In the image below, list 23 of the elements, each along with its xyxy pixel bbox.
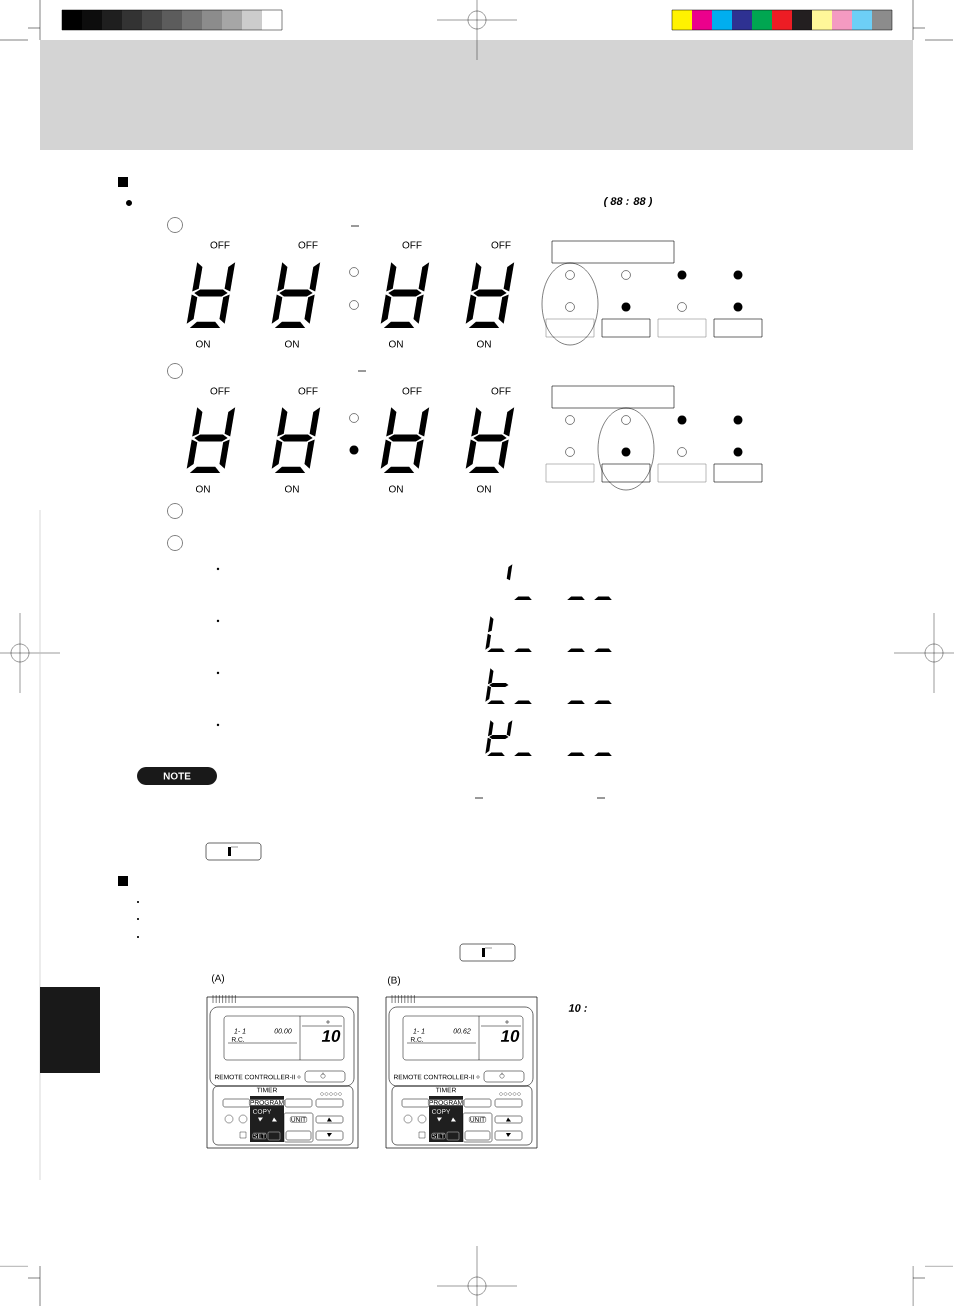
note-badge: NOTE <box>137 767 217 785</box>
label: ON <box>195 485 210 493</box>
display-reading: ( 88 : 88 ) <box>604 196 652 208</box>
label: ON <box>388 340 403 348</box>
display-reading: 10 <box>321 1030 341 1043</box>
display-reading: 10 : <box>568 1004 587 1012</box>
label: ON <box>388 485 403 493</box>
label: ON <box>476 340 491 348</box>
label: (B) <box>387 976 401 986</box>
display-reading: 10 <box>500 1030 520 1043</box>
label: OFF <box>491 241 511 249</box>
label: ON <box>284 340 299 348</box>
label: OFF <box>298 241 318 249</box>
label: OFF <box>210 241 230 249</box>
label: OFF <box>210 387 230 395</box>
label: OFF <box>402 387 422 395</box>
label: OFF <box>491 387 511 395</box>
label: ON <box>476 485 491 493</box>
label: ON <box>284 485 299 493</box>
label: (A) <box>211 974 225 984</box>
label: OFF <box>298 387 318 395</box>
label: OFF <box>402 241 422 249</box>
label: ON <box>195 340 210 348</box>
